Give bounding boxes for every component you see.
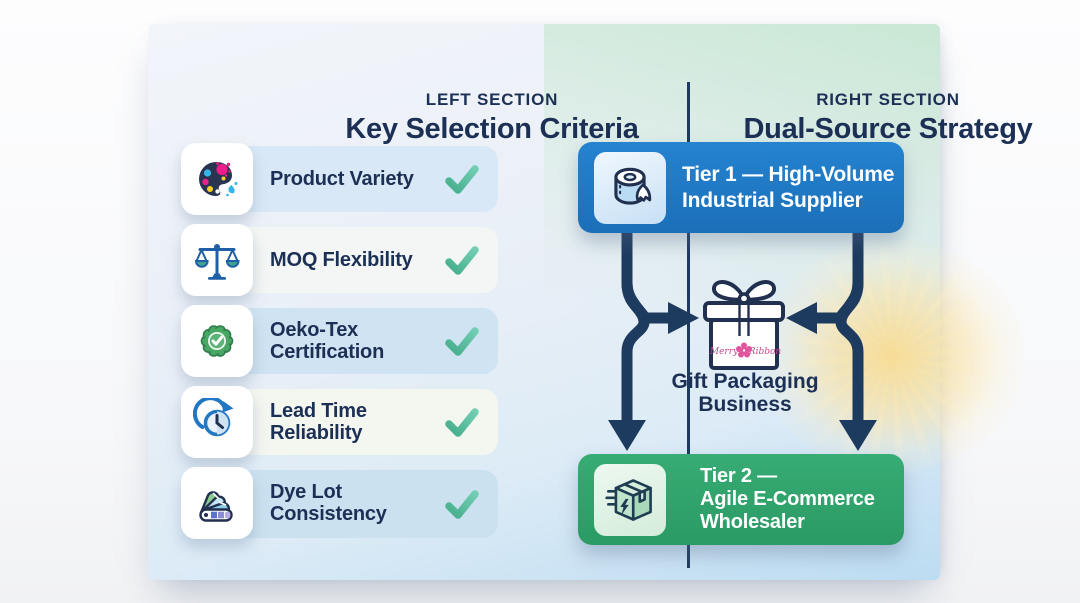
- criteria-row: Oeko-Tex Certification: [181, 305, 498, 377]
- tier2-label: Tier 2 — Agile E-Commerce Wholesaler: [700, 464, 875, 534]
- criteria-label: Oeko-Tex Certification: [270, 318, 385, 363]
- left-section-eyebrow: LEFT SECTION: [425, 90, 559, 109]
- criteria-row: Lead Time Reliability: [181, 386, 498, 458]
- checkmark-icon: [442, 322, 482, 362]
- clock-icon: [193, 398, 234, 437]
- shipping-box-icon: [605, 478, 652, 521]
- left-section-header: LEFT SECTION Key Selection Criteria: [296, 90, 688, 146]
- criteria-icon-card: [181, 386, 253, 458]
- checkmark-icon: [442, 403, 482, 443]
- tier2-box: Tier 2 — Agile E-Commerce Wholesaler: [578, 454, 904, 545]
- center-business-label: Gift Packaging Business: [671, 370, 819, 417]
- criteria-label: Product Variety: [270, 167, 414, 190]
- ribbon-roll-icon: [614, 167, 652, 205]
- certified-badge-icon: [200, 325, 234, 357]
- merry-ribbon-logo: Merry Ribbon: [709, 347, 782, 357]
- left-section-title: Key Selection Criteria: [345, 113, 639, 145]
- criteria-label: MOQ Flexibility: [270, 248, 413, 271]
- criteria-label: Lead Time Reliability: [270, 399, 367, 444]
- balance-scale-icon: [194, 244, 240, 280]
- criteria-row: Dye Lot Consistency: [181, 467, 498, 539]
- checkmark-icon: [442, 485, 482, 525]
- svg-text:Merry: Merry: [709, 347, 739, 357]
- palette-icon: [198, 162, 238, 197]
- gift-box-icon: Merry Ribbon: [703, 280, 785, 370]
- svg-text:Ribbon: Ribbon: [748, 347, 782, 357]
- tier2-icon-card: [594, 463, 666, 536]
- criteria-label: Dye Lot Consistency: [270, 480, 387, 525]
- right-section-title: Dual-Source Strategy: [743, 113, 1033, 145]
- tier1-box: Tier 1 — High-Volume Industrial Supplier: [578, 142, 904, 233]
- right-section-header: RIGHT SECTION Dual-Source Strategy: [690, 90, 1080, 146]
- tier1-icon-card: [594, 151, 666, 224]
- criteria-icon-card: [181, 224, 253, 296]
- checkmark-icon: [442, 160, 482, 200]
- logo-flower-icon: [736, 342, 752, 358]
- criteria-row: Product Variety: [181, 143, 498, 215]
- criteria-row: MOQ Flexibility: [181, 224, 498, 296]
- tier1-label: Tier 1 — High-Volume Industrial Supplier: [682, 163, 895, 212]
- criteria-icon-card: [181, 143, 253, 215]
- criteria-icon-card: [181, 467, 253, 539]
- checkmark-icon: [442, 241, 482, 281]
- color-swatch-icon: [199, 491, 233, 522]
- gift-glow: [760, 238, 1024, 474]
- right-section-eyebrow: RIGHT SECTION: [816, 90, 960, 109]
- criteria-icon-card: [181, 305, 253, 377]
